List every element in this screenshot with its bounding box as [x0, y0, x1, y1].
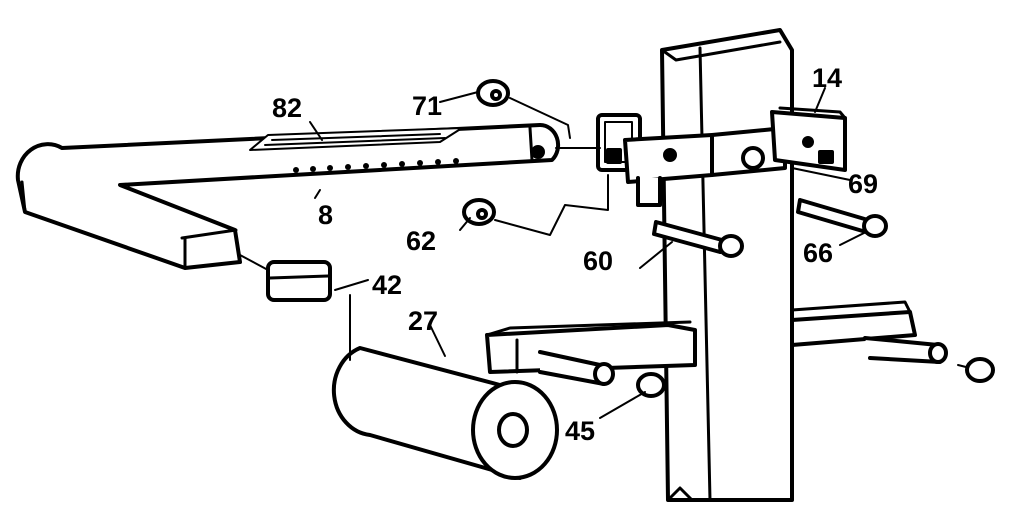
label-66: 66	[803, 238, 833, 268]
end-cap-42	[266, 260, 332, 302]
foam-roller-27	[331, 346, 559, 480]
label-14: 14	[812, 63, 842, 93]
lower-cross-tube-right	[790, 300, 948, 364]
pivot-bracket	[596, 106, 847, 207]
grip-strip-82	[249, 127, 463, 151]
label-42: 42	[372, 270, 402, 300]
label-71: 71	[412, 91, 442, 121]
bolt-60	[652, 220, 744, 258]
label-60: 60	[583, 246, 613, 276]
leg-lever-arm-8	[15, 122, 561, 270]
lower-cross-tube-left	[485, 320, 697, 386]
adjustment-holes	[293, 158, 459, 173]
label-69: 69	[848, 169, 878, 199]
nut-62	[462, 198, 496, 226]
label-82: 82	[272, 93, 302, 123]
nut-71	[476, 79, 510, 107]
label-45: 45	[565, 416, 595, 446]
label-62: 62	[406, 226, 436, 256]
label-27: 27	[408, 306, 438, 336]
label-8: 8	[318, 200, 333, 230]
cap-right	[965, 357, 995, 383]
bolt-66	[796, 198, 888, 238]
leader-lines	[239, 87, 967, 419]
part-labels: 82 71 14 8 69 62 60 66 42 27 45	[272, 63, 878, 446]
vertical-post	[660, 28, 794, 502]
cap-45	[636, 372, 666, 398]
